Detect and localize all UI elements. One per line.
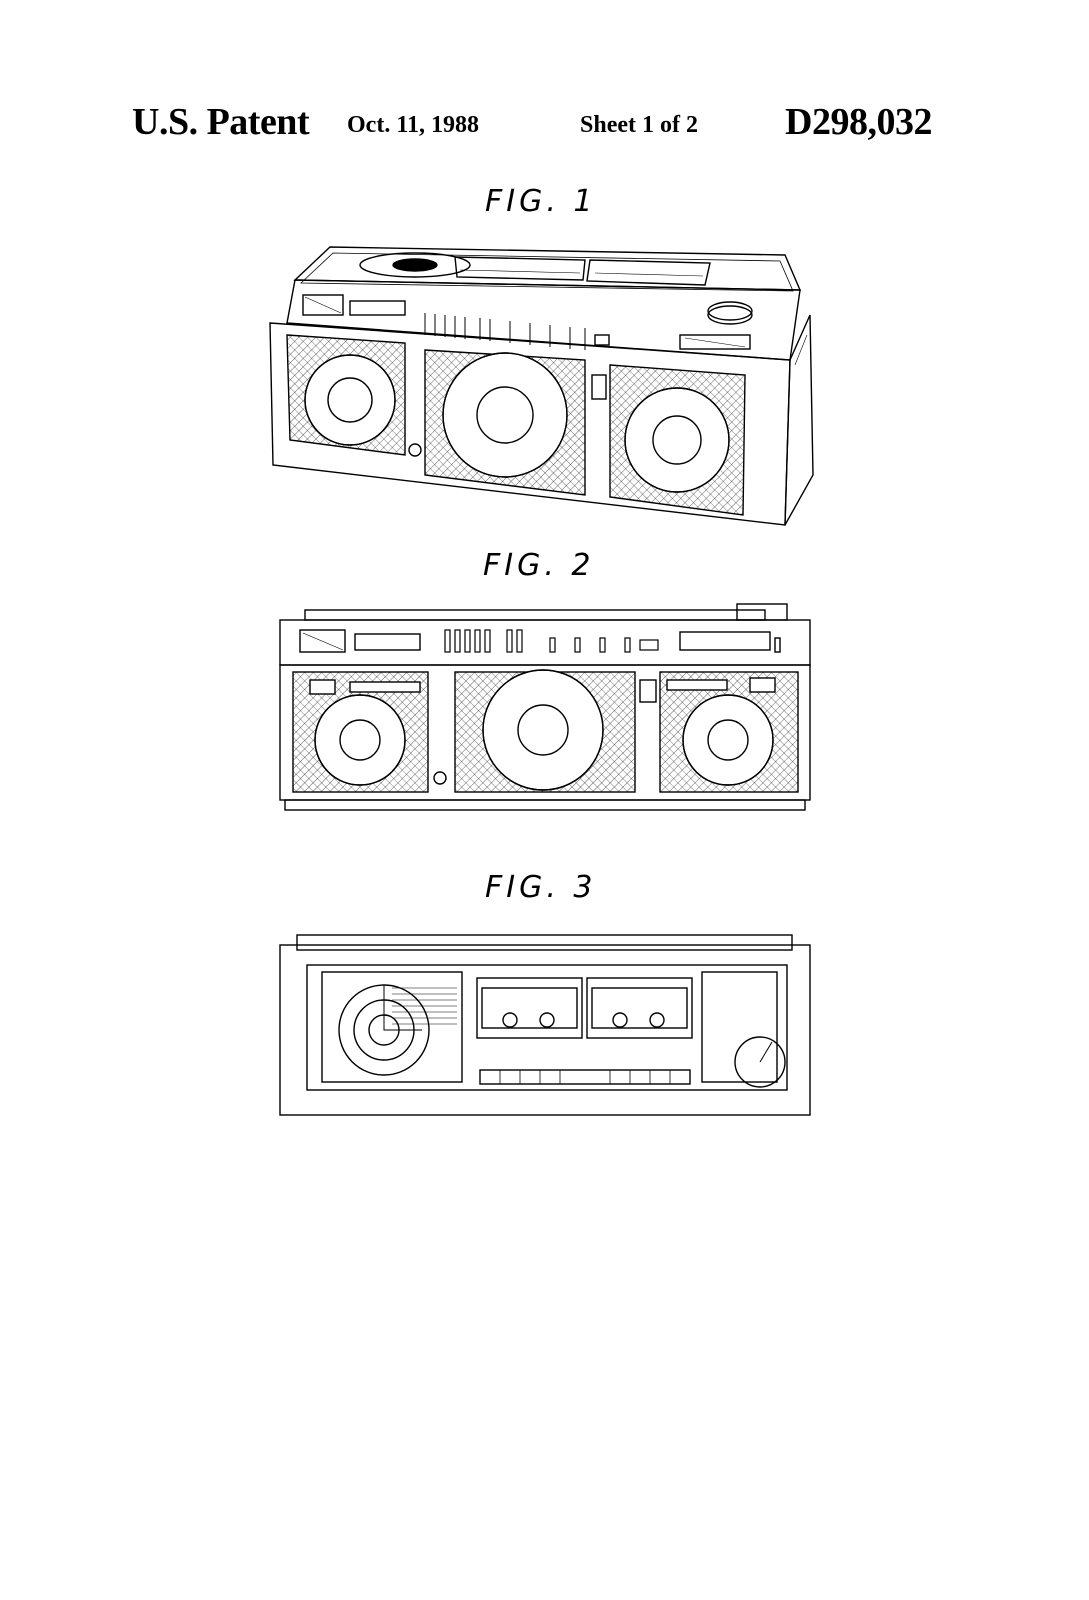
fig2-label: FIG. 2 (483, 548, 595, 583)
fig3-top-drawing (279, 934, 811, 1116)
patent-number: D298,032 (785, 101, 932, 143)
sheet-number: Sheet 1 of 2 (580, 112, 698, 138)
fig2-front-drawing (279, 603, 811, 811)
fig1-label: FIG. 1 (485, 184, 597, 219)
patent-date: Oct. 11, 1988 (347, 112, 479, 138)
fig3-label: FIG. 3 (485, 870, 597, 905)
patent-header-title: U.S. Patent (132, 101, 310, 143)
fig1-perspective-drawing (269, 246, 814, 526)
